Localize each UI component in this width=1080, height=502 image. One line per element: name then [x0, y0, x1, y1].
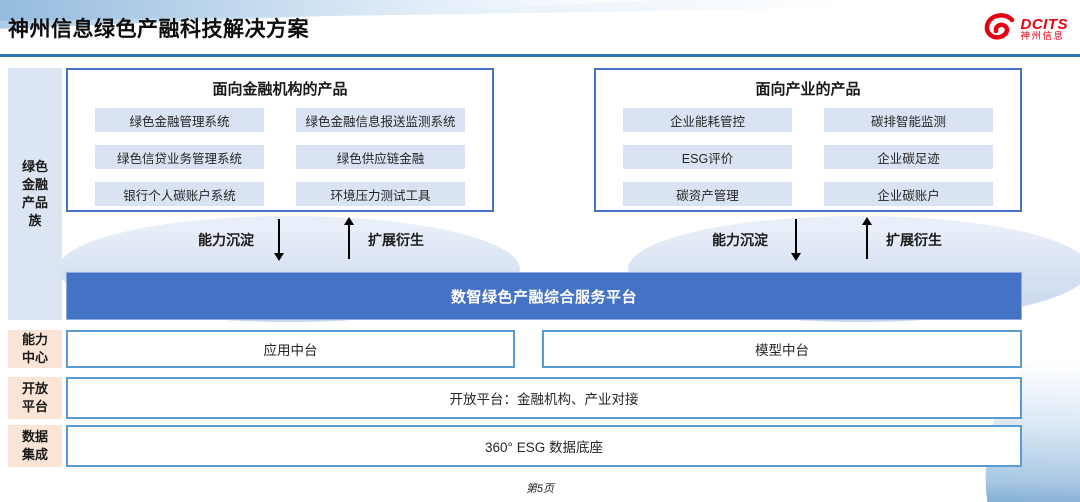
flow-label-capability-settle: 能力沉淀	[712, 232, 768, 248]
logo-brand-label: DCITS	[1020, 15, 1068, 33]
panel-industry-products: 面向产业的产品 企业能耗管控 碳排智能监测 ESG评价 企业碳足迹 碳资产管理 …	[594, 68, 1022, 212]
panel-grid: 绿色金融管理系统 绿色金融信息报送监测系统 绿色信贷业务管理系统 绿色供应链金融…	[68, 99, 492, 206]
flow-label-expand-derive: 扩展衍生	[886, 232, 942, 248]
product-box: 企业碳账户	[824, 182, 993, 206]
product-box: 碳排智能监测	[824, 108, 993, 132]
rail-product-family: 绿色金融产品族	[8, 68, 62, 320]
page-title: 神州信息绿色产融科技解决方案	[8, 18, 309, 41]
header-divider	[0, 54, 1080, 57]
page-number: 第5页	[525, 483, 555, 495]
product-box: 绿色金融信息报送监测系统	[296, 108, 465, 132]
product-box: 绿色金融管理系统	[95, 108, 264, 132]
logo-brand-cn-label: 神州信息	[1020, 31, 1065, 43]
platform-bar: 数智绿色产融综合服务平台	[66, 272, 1022, 320]
rail-open-platform: 开放平台	[8, 377, 62, 419]
arrow-down-icon	[274, 219, 284, 261]
panel-grid: 企业能耗管控 碳排智能监测 ESG评价 企业碳足迹 碳资产管理 企业碳账户	[596, 99, 1020, 206]
company-logo: DCITS 神州信息	[982, 12, 1069, 47]
arrow-up-icon	[862, 217, 872, 259]
panel-title: 面向金融机构的产品	[212, 81, 348, 98]
arrow-up-icon	[344, 217, 354, 259]
box-esg-data-base: 360° ESG 数据底座	[66, 425, 1022, 467]
panel-title: 面向产业的产品	[755, 81, 861, 98]
flow-label-expand-derive: 扩展衍生	[368, 232, 424, 248]
box-open-platform: 开放平台：金融机构、产业对接	[66, 377, 1022, 419]
logo-swirl-icon	[982, 12, 1016, 47]
product-box: 企业能耗管控	[623, 108, 792, 132]
rail-data-integration: 数据集成	[8, 425, 62, 467]
product-box: 银行个人碳账户系统	[95, 182, 264, 206]
rail-capability-center: 能力中心	[8, 330, 62, 368]
logo-text: DCITS 神州信息	[1020, 15, 1069, 43]
flow-label-capability-settle: 能力沉淀	[198, 232, 254, 248]
product-box: 环境压力测试工具	[296, 182, 465, 206]
box-application-middle-platform: 应用中台	[66, 330, 515, 368]
product-box: ESG评价	[623, 145, 792, 169]
product-box: 绿色信贷业务管理系统	[95, 145, 264, 169]
arrow-down-icon	[791, 219, 801, 261]
product-box: 碳资产管理	[623, 182, 792, 206]
box-model-middle-platform: 模型中台	[542, 330, 1022, 368]
product-box: 企业碳足迹	[824, 145, 993, 169]
panel-financial-products: 面向金融机构的产品 绿色金融管理系统 绿色金融信息报送监测系统 绿色信贷业务管理…	[66, 68, 494, 212]
product-box: 绿色供应链金融	[296, 145, 465, 169]
